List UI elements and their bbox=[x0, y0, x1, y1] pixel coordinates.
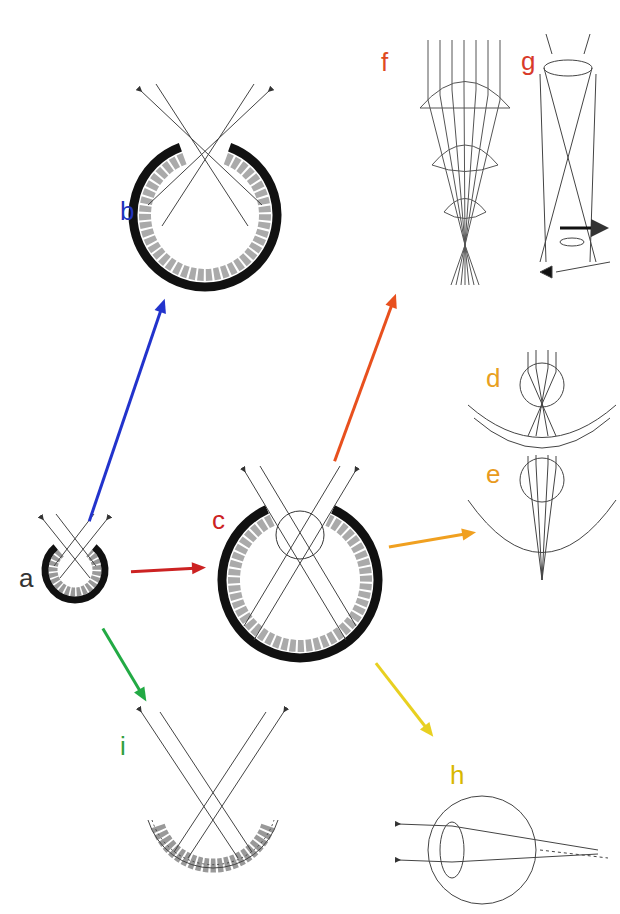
compound-eye bbox=[140, 710, 285, 868]
eye-stage: f bbox=[375, 35, 513, 290]
lens-eye bbox=[222, 466, 378, 658]
lens-retina-focused bbox=[468, 455, 616, 580]
eye-stage: b bbox=[115, 80, 290, 295]
camera-eye bbox=[398, 796, 608, 904]
pinhole-eye bbox=[133, 84, 277, 287]
stage-letter: e bbox=[486, 461, 500, 487]
stage-letter: b bbox=[120, 198, 134, 224]
evolution-arrow bbox=[131, 562, 206, 574]
stage-letter: a bbox=[19, 565, 33, 591]
evolution-arrow bbox=[335, 294, 397, 461]
eye-stage: e bbox=[480, 455, 615, 585]
evolution-arrow bbox=[376, 663, 433, 737]
optical-setup bbox=[540, 34, 610, 278]
evolution-arrow bbox=[389, 529, 476, 547]
evolution-arrow bbox=[89, 299, 166, 521]
lens-stack bbox=[420, 40, 510, 285]
eye-cup bbox=[42, 514, 108, 600]
stage-letter: h bbox=[450, 762, 464, 788]
stage-letter: i bbox=[120, 733, 126, 759]
stage-letter: c bbox=[212, 507, 225, 533]
eye-stage: d bbox=[480, 355, 615, 440]
lens-retina-short bbox=[468, 350, 616, 448]
eye-stage: i bbox=[115, 705, 295, 895]
eye-stage: h bbox=[385, 740, 615, 905]
eye-stage: c bbox=[210, 465, 385, 660]
stage-letter: g bbox=[521, 48, 535, 74]
stage-letter: d bbox=[486, 365, 500, 391]
eye-stage: g bbox=[515, 30, 615, 285]
eye-stage: a bbox=[15, 525, 127, 625]
evolution-arrow bbox=[103, 628, 147, 701]
stage-letter: f bbox=[381, 49, 388, 75]
